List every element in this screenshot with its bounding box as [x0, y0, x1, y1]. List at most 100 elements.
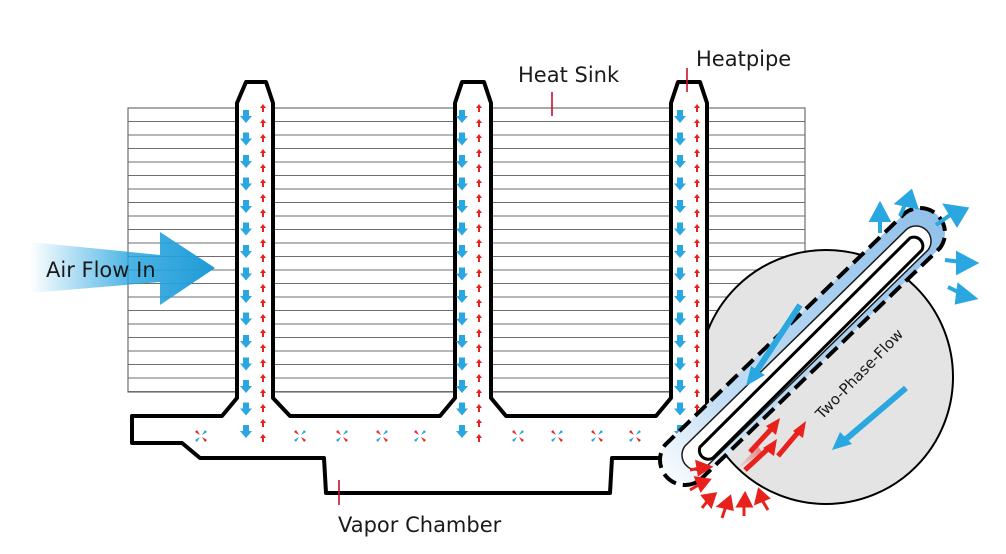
- liquid-arrow-down-icon: [456, 110, 468, 123]
- vapor-arrow-up-icon: [260, 134, 266, 142]
- vapor-arrow-up-icon: [694, 209, 700, 217]
- vapor-arrow-up-icon: [260, 359, 266, 367]
- vapor-arrow-up-icon: [260, 269, 266, 277]
- circulation-icon: [629, 437, 634, 442]
- liquid-arrow-down-icon: [240, 267, 252, 281]
- liquid-arrow-down-icon: [674, 245, 686, 258]
- vapor-arrow-up-icon: [476, 284, 482, 292]
- vapor-arrow-up-icon: [260, 149, 266, 157]
- liquid-arrow-down-icon: [674, 335, 686, 348]
- circulation-icon: [512, 437, 517, 442]
- circulation-icon: [629, 430, 634, 435]
- circulation-icon: [195, 437, 200, 442]
- vapor-arrow-up-icon: [694, 389, 700, 397]
- liquid-arrow-down-icon: [674, 222, 686, 236]
- vapor-arrow-up-icon: [476, 134, 482, 142]
- liquid-arrow-down-icon: [240, 402, 252, 416]
- liquid-arrow-down-icon: [456, 357, 468, 371]
- circulation-icon: [301, 430, 306, 435]
- heat-sink-label: Heat Sink: [518, 63, 620, 87]
- circulation-icon: [591, 437, 596, 442]
- vapor-chamber-body: [130, 80, 709, 495]
- liquid-arrow-down-icon: [456, 380, 468, 393]
- liquid-arrow-down-icon: [674, 200, 686, 213]
- liquid-arrow-down-icon: [240, 110, 252, 123]
- circulation-icon: [421, 430, 426, 435]
- vapor-arrow-up-icon: [694, 269, 700, 277]
- vapor-arrow-up-icon: [694, 374, 700, 382]
- liquid-arrow-down-icon: [456, 425, 468, 438]
- circulation-icon: [195, 430, 200, 435]
- vapor-arrow-up-icon: [476, 374, 482, 382]
- vapor-arrow-up-icon: [694, 254, 700, 262]
- liquid-arrow-down-icon: [456, 290, 468, 303]
- vapor-arrow-up-icon: [694, 134, 700, 142]
- vapor-arrow-up-icon: [694, 239, 700, 247]
- liquid-arrow-down-icon: [456, 177, 468, 191]
- circulation-icon: [598, 437, 603, 442]
- liquid-arrow-down-icon: [456, 155, 468, 168]
- air-flow-in-label: Air Flow In: [46, 258, 156, 282]
- vapor-arrow-up-icon: [694, 179, 700, 187]
- circulation-icon: [202, 430, 207, 435]
- circulation-icon: [519, 437, 524, 442]
- vapor-arrow-up-icon: [694, 404, 700, 412]
- liquid-arrow-down-icon: [240, 380, 252, 393]
- liquid-arrow-down-icon: [240, 222, 252, 236]
- liquid-arrow-down-icon: [674, 267, 686, 281]
- vapor-arrow-up-icon: [476, 344, 482, 352]
- vapor-arrow-up-icon: [260, 224, 266, 232]
- vapor-arrow-up-icon: [476, 149, 482, 157]
- vapor-arrow-up-icon: [694, 344, 700, 352]
- vapor-arrow-up-icon: [694, 224, 700, 232]
- circulation-icon: [558, 437, 563, 442]
- vapor-arrow-up-icon: [260, 209, 266, 217]
- circulation-icon: [636, 437, 641, 442]
- vapor-arrow-up-icon: [260, 239, 266, 247]
- vapor-arrow-up-icon: [476, 119, 482, 127]
- liquid-arrow-down-icon: [674, 290, 686, 303]
- liquid-return-arrow-right-icon: [832, 432, 852, 450]
- liquid-arrow-down-icon: [240, 312, 252, 326]
- circulation-icon: [558, 430, 563, 435]
- circulation-icon: [519, 430, 524, 435]
- heatpipe-label: Heatpipe: [696, 47, 791, 71]
- vapor-arrow-up-icon: [476, 434, 482, 442]
- circulation-icon: [551, 437, 556, 442]
- vapor-arrow-up-icon: [476, 329, 482, 337]
- circulation-icon: [376, 430, 381, 435]
- vapor-arrow-up-icon: [260, 389, 266, 397]
- vapor-arrow-up-icon: [260, 179, 266, 187]
- circulation-icon: [336, 430, 341, 435]
- vapor-arrow-up-icon: [476, 179, 482, 187]
- vapor-arrow-up-icon: [260, 119, 266, 127]
- vapor-arrow-up-icon: [476, 314, 482, 322]
- vapor-arrow-up-icon: [476, 209, 482, 217]
- circulation-icon: [202, 437, 207, 442]
- liquid-arrow-down-icon: [674, 110, 686, 123]
- liquid-arrow-down-icon: [240, 177, 252, 191]
- circulation-icon: [551, 430, 556, 435]
- vapor-arrow-up-icon: [694, 359, 700, 367]
- liquid-arrow-down-icon: [674, 402, 686, 416]
- circulation-icon: [294, 430, 299, 435]
- liquid-arrow-down-icon: [456, 402, 468, 416]
- vapor-arrow-up-icon: [694, 284, 700, 292]
- vapor-arrow-up-icon: [476, 299, 482, 307]
- liquid-arrow-down-icon: [240, 132, 252, 146]
- liquid-arrow-down-icon: [240, 357, 252, 371]
- liquid-arrow-down-icon: [674, 312, 686, 326]
- liquid-arrow-down-icon: [240, 155, 252, 168]
- liquid-arrow-down-icon: [674, 155, 686, 168]
- vapor-arrow-up-icon: [260, 284, 266, 292]
- circulation-icon: [343, 430, 348, 435]
- liquid-arrow-down-icon: [674, 177, 686, 191]
- circulation-icon: [336, 437, 341, 442]
- vapor-arrow-up-icon: [260, 299, 266, 307]
- circulation-icon: [636, 430, 641, 435]
- circulation-icon: [343, 437, 348, 442]
- vapor-arrow-up-icon: [476, 164, 482, 172]
- circulation-icon: [383, 430, 388, 435]
- liquid-arrow-down-icon: [456, 222, 468, 236]
